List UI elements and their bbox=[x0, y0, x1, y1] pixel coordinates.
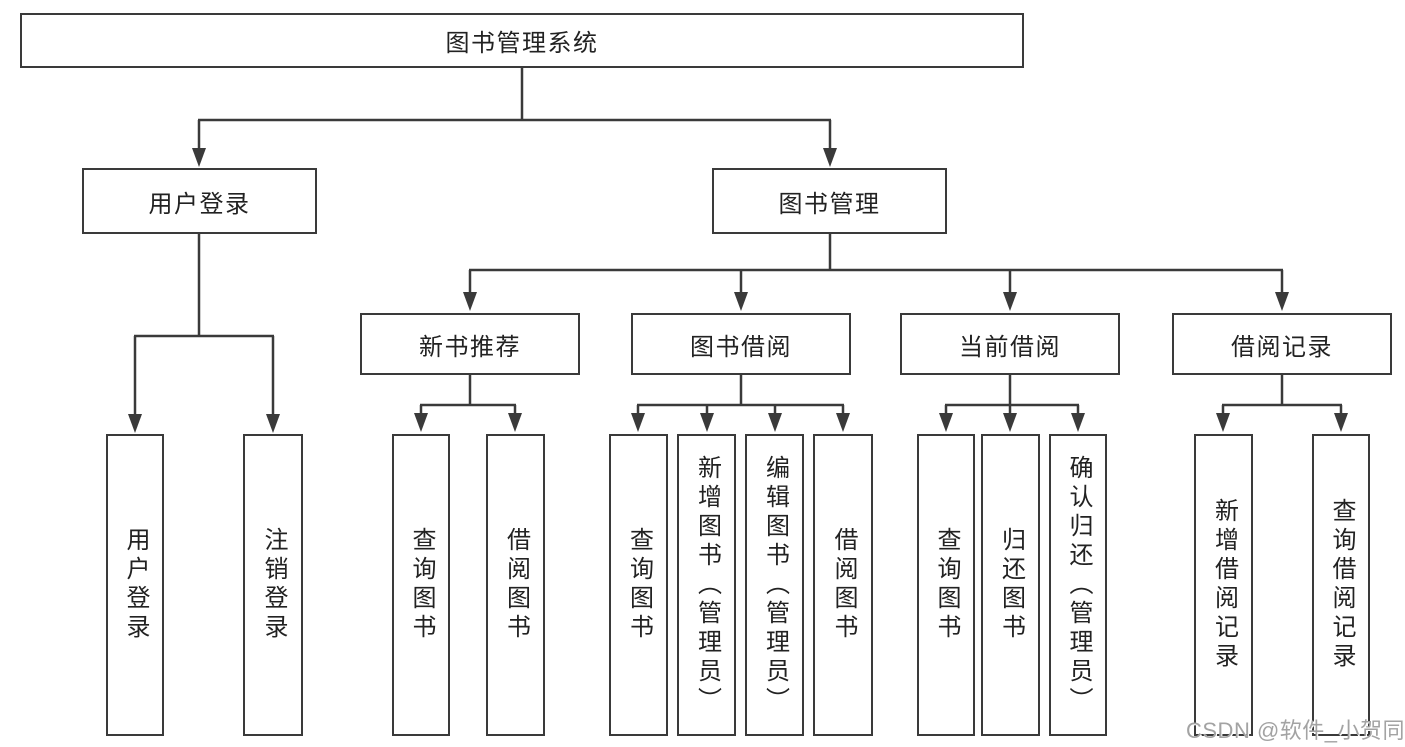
node-query-books-recommend: 查询图书 bbox=[392, 434, 450, 736]
node-label: 新增借阅记录 bbox=[1210, 498, 1238, 672]
csdn-watermark: CSDN @软件_小贺同学 bbox=[1186, 718, 1405, 743]
node-library-management-system: 图书管理系统 bbox=[20, 13, 1024, 68]
node-label: 图书管理 bbox=[778, 190, 881, 218]
node-add-books-admin: 新增图书（管理员） bbox=[677, 434, 736, 736]
node-borrowing-records: 借阅记录 bbox=[1172, 313, 1392, 375]
node-current-borrowing: 当前借阅 bbox=[900, 313, 1120, 375]
node-label: 用户登录 bbox=[148, 190, 251, 218]
node-label: 用户登录 bbox=[122, 527, 149, 643]
node-query-books-current: 查询图书 bbox=[917, 434, 975, 736]
node-label: 查询图书 bbox=[625, 527, 653, 643]
node-label: 注销登录 bbox=[260, 527, 287, 643]
node-confirm-return-admin: 确认归还（管理员） bbox=[1049, 434, 1107, 736]
node-label: 编辑图书（管理员） bbox=[761, 454, 789, 716]
node-edit-books-admin: 编辑图书（管理员） bbox=[745, 434, 804, 736]
node-label: 当前借阅 bbox=[959, 333, 1061, 361]
arrowheads bbox=[128, 148, 1348, 433]
node-label: 归还图书 bbox=[997, 527, 1025, 643]
node-borrow-books-recommend: 借阅图书 bbox=[486, 434, 545, 736]
node-label: 查询图书 bbox=[933, 527, 960, 643]
node-borrow-books-leaf: 借阅图书 bbox=[813, 434, 873, 736]
node-label: 查询图书 bbox=[408, 527, 435, 643]
node-add-borrow-record: 新增借阅记录 bbox=[1194, 434, 1253, 736]
node-logout-leaf: 注销登录 bbox=[243, 434, 303, 736]
node-label: 图书借阅 bbox=[690, 333, 792, 361]
node-label: 借阅图书 bbox=[502, 527, 530, 643]
node-book-management: 图书管理 bbox=[712, 168, 947, 234]
node-label: 确认归还（管理员） bbox=[1065, 454, 1092, 716]
node-user-login-leaf: 用户登录 bbox=[106, 434, 164, 736]
node-new-book-recommend: 新书推荐 bbox=[360, 313, 580, 375]
node-query-borrow-record: 查询借阅记录 bbox=[1312, 434, 1370, 736]
node-label: 新增图书（管理员） bbox=[693, 454, 721, 716]
node-label: 借阅记录 bbox=[1231, 333, 1333, 361]
connector-path bbox=[133, 68, 1343, 416]
node-book-borrowing: 图书借阅 bbox=[631, 313, 851, 375]
node-label: 图书管理系统 bbox=[445, 30, 599, 57]
node-label: 借阅图书 bbox=[830, 527, 857, 643]
node-query-books-borrowing: 查询图书 bbox=[609, 434, 668, 736]
node-user-login: 用户登录 bbox=[82, 168, 317, 234]
node-label: 新书推荐 bbox=[419, 333, 521, 361]
node-label: 查询借阅记录 bbox=[1328, 498, 1355, 672]
node-return-books: 归还图书 bbox=[981, 434, 1040, 736]
